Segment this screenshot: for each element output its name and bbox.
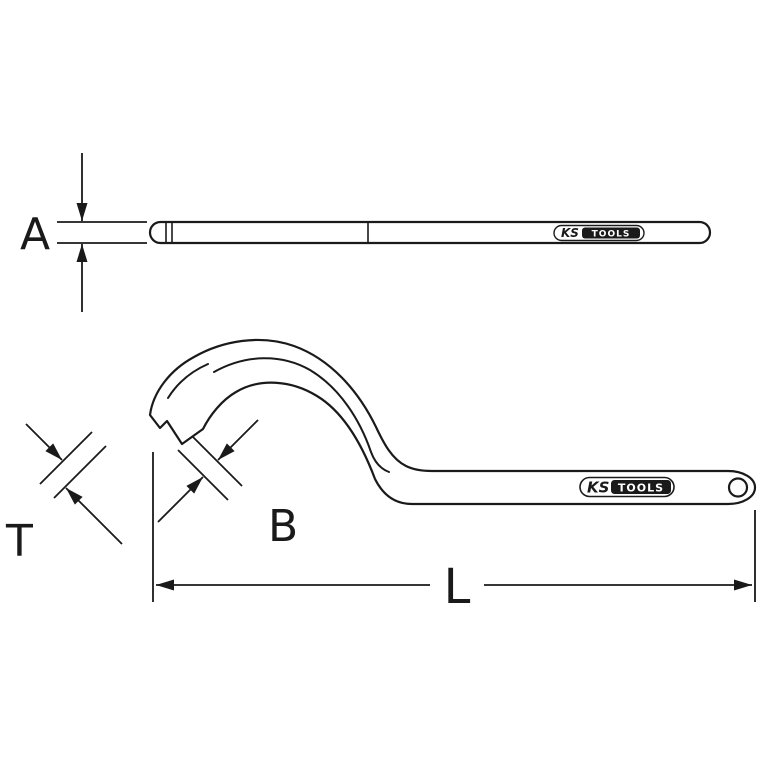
dim-l-label: L <box>444 559 471 615</box>
dim-b-arrow-lower <box>157 476 204 523</box>
logo-tools-box <box>611 480 671 494</box>
logo-tools-text: TOOLS <box>618 482 664 495</box>
dim-t-arrow-upper <box>25 423 63 461</box>
ks-tools-logo-front: KS TOOLS <box>579 476 675 498</box>
wrench-front-groove <box>213 357 390 473</box>
wrench-front-view: KS TOOLS <box>148 338 757 506</box>
dim-b-extension-line <box>177 449 229 501</box>
dimension-a: A <box>20 153 147 312</box>
dim-b-extension-line <box>191 435 243 487</box>
dim-b-label: B <box>268 501 298 552</box>
dim-t-extension-line <box>39 431 93 485</box>
dim-t-label: T <box>5 516 33 567</box>
logo-ks-text: KS <box>587 479 609 497</box>
handle-hole <box>727 477 749 498</box>
dim-t-arrow-lower <box>65 487 123 545</box>
dim-t-extension-line <box>53 445 107 499</box>
dimension-l: L <box>152 452 756 615</box>
dim-a-label: A <box>20 209 50 260</box>
dimension-t: T <box>5 423 123 567</box>
wrench-tip-groove <box>167 363 209 399</box>
logo-tools-text: TOOLS <box>592 230 631 240</box>
wrench-side-view: KS TOOLS <box>148 220 712 245</box>
wrench-front-outline <box>148 338 757 506</box>
dim-b-arrow-upper <box>217 419 259 461</box>
logo-tools-box <box>582 227 640 239</box>
logo-ks-text: KS <box>561 226 579 240</box>
dimension-b: B <box>157 419 298 552</box>
ks-tools-logo-side: KS TOOLS <box>553 224 645 242</box>
